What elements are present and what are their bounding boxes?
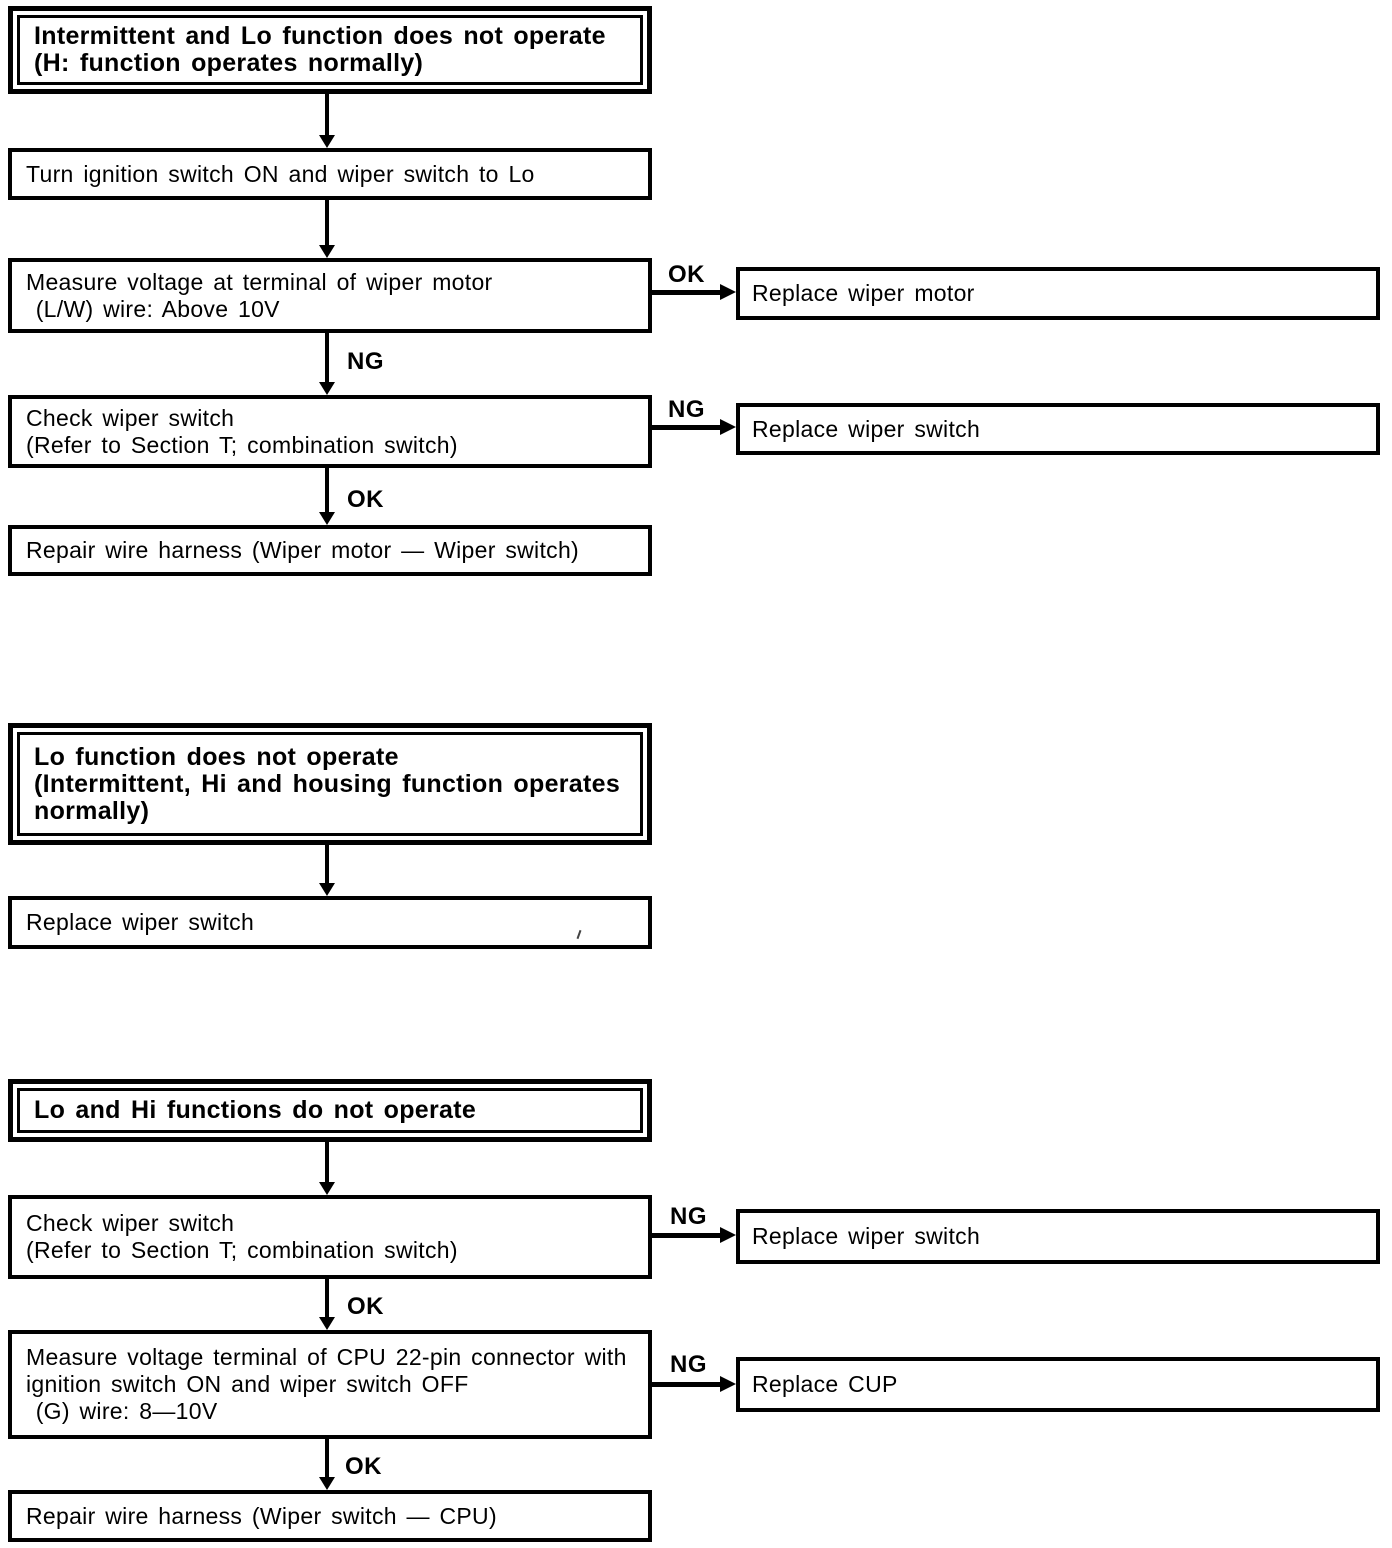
step-text-line1: Check wiper switch [26, 1210, 235, 1236]
result-text: Replace wiper switch [26, 909, 255, 935]
flow1-step-repair-harness: Repair wire harness (Wiper motor — Wiper… [8, 525, 652, 576]
ng-label: NG [670, 1203, 707, 1230]
down-arrowhead-icon [319, 1182, 335, 1195]
flow3-header-text: Lo and Hi functions do not operate [17, 1088, 643, 1133]
down-arrowhead-icon [319, 135, 335, 148]
step-text-line1: Measure voltage terminal of CPU 22-pin c… [26, 1344, 627, 1370]
right-arrowhead-icon [720, 419, 736, 435]
step-text-line1: Measure voltage at terminal of wiper mot… [26, 268, 493, 295]
flow1-header-box: Intermittent and Lo function does not op… [8, 6, 652, 94]
result-text: Replace wiper switch [752, 415, 981, 442]
flow3-result-replace-cup: Replace CUP [736, 1357, 1380, 1412]
result-text: Replace wiper switch [752, 1223, 981, 1249]
step-text: Repair wire harness (Wiper motor — Wiper… [26, 537, 580, 563]
step-text-line2: (Refer to Section T; combination switch) [26, 1237, 458, 1263]
flow3-step-repair-harness: Repair wire harness (Wiper switch — CPU) [8, 1490, 652, 1542]
right-arrowhead-icon [720, 1227, 736, 1243]
connector-line [325, 333, 329, 382]
step-text-line3: (G) wire: 8—10V [26, 1398, 218, 1424]
step-text-line1: Check wiper switch [26, 404, 235, 431]
step-text-line2: (L/W) wire: Above 10V [26, 295, 280, 322]
connector-line [325, 1439, 329, 1477]
connector-line [652, 425, 720, 430]
step-text: Turn ignition switch ON and wiper switch… [26, 160, 535, 187]
connector-line [325, 94, 329, 135]
connector-line [652, 290, 720, 295]
connector-line [325, 845, 329, 883]
flow1-result-replace-motor: Replace wiper motor [736, 267, 1380, 320]
flow2-header-line3: normally) [34, 796, 150, 825]
result-text: Replace CUP [752, 1371, 898, 1397]
flow1-step-turn-ignition: Turn ignition switch ON and wiper switch… [8, 148, 652, 200]
flow3-step-measure-cpu: Measure voltage terminal of CPU 22-pin c… [8, 1330, 652, 1439]
connector-line [325, 468, 329, 512]
flow1-step-check-switch: Check wiper switch (Refer to Section T; … [8, 395, 652, 468]
down-arrowhead-icon [319, 1317, 335, 1330]
connector-line [325, 1142, 329, 1182]
flow3-step-check-switch: Check wiper switch (Refer to Section T; … [8, 1195, 652, 1279]
step-text: Repair wire harness (Wiper switch — CPU) [26, 1502, 497, 1529]
connector-line [325, 200, 329, 245]
connector-line [652, 1233, 720, 1238]
down-arrowhead-icon [319, 512, 335, 525]
ng-label: NG [668, 396, 705, 423]
flow2-header-line2: (Intermittent, Hi and housing function o… [34, 769, 621, 798]
flow3-result-replace-switch: Replace wiper switch [736, 1209, 1380, 1264]
flow1-result-replace-switch: Replace wiper switch [736, 403, 1380, 455]
right-arrowhead-icon [720, 1376, 736, 1392]
flow1-header-line1: Intermittent and Lo function does not op… [34, 22, 606, 50]
ok-label: OK [668, 261, 705, 288]
flow3-header-line1: Lo and Hi functions do not operate [34, 1096, 477, 1124]
step-text-line2: (Refer to Section T; combination switch) [26, 431, 458, 458]
step-text-line2: ignition switch ON and wiper switch OFF [26, 1371, 469, 1397]
ng-label: NG [670, 1351, 707, 1378]
flow2-header-box: Lo function does not operate (Intermitte… [8, 723, 652, 845]
result-text: Replace wiper motor [752, 280, 975, 306]
down-arrowhead-icon [319, 883, 335, 896]
flow1-step-measure-voltage: Measure voltage at terminal of wiper mot… [8, 258, 652, 333]
connector-line [325, 1279, 329, 1317]
flow2-result-replace-switch: Replace wiper switch [8, 896, 652, 949]
ng-label: NG [347, 348, 384, 375]
ok-label: OK [345, 1453, 382, 1480]
connector-line [652, 1382, 720, 1387]
flow3-header-box: Lo and Hi functions do not operate [8, 1079, 652, 1142]
right-arrowhead-icon [720, 284, 736, 300]
ok-label: OK [347, 486, 384, 513]
flow1-header-line2: (H: function operates normally) [34, 49, 424, 77]
down-arrowhead-icon [319, 245, 335, 258]
ok-label: OK [347, 1293, 384, 1320]
flow1-header-text: Intermittent and Lo function does not op… [17, 15, 643, 85]
down-arrowhead-icon [319, 382, 335, 395]
down-arrowhead-icon [319, 1477, 335, 1490]
flow2-header-text: Lo function does not operate (Intermitte… [17, 732, 643, 836]
flow2-header-line1: Lo function does not operate [34, 742, 399, 771]
